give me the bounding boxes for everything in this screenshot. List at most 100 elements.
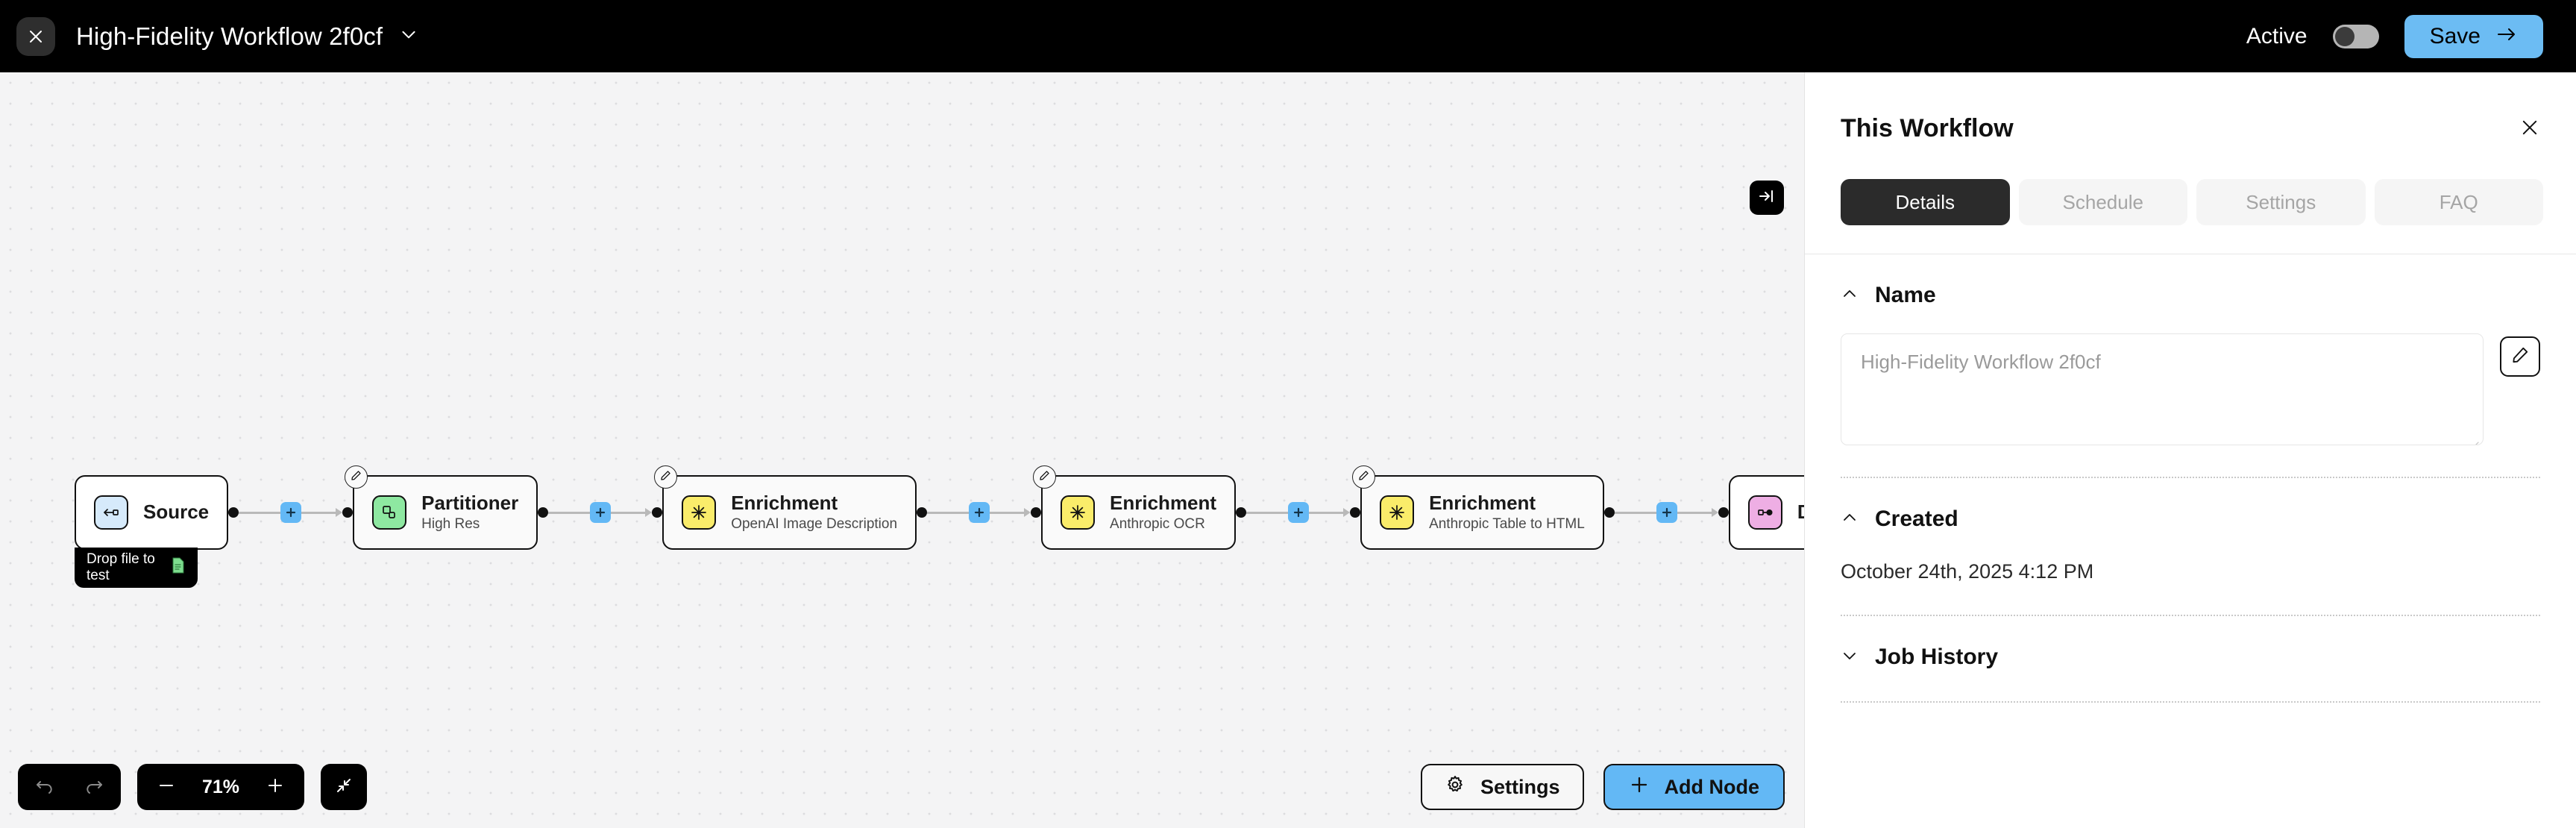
sparkle-icon [682,495,717,530]
zoom-in-button[interactable] [266,776,285,799]
collapse-side-panel-button[interactable] [1750,181,1784,215]
panel-header: This Workflow [1805,72,2576,145]
redo-arrow-icon [82,774,104,800]
toggle-knob [2334,26,2354,46]
node-edit-badge[interactable] [1352,465,1376,489]
node-subtitle: High Res [421,515,480,532]
textarea-resize-grip[interactable] [2469,431,2479,445]
node-title: Partitioner [421,492,519,515]
node-enrichment-openai-image-description[interactable]: Enrichment OpenAI Image Description [654,465,917,550]
pencil-circle-icon [1038,469,1051,486]
edge-connector [228,475,354,550]
edge-source-handle[interactable] [538,507,549,518]
node-subtitle: OpenAI Image Description [731,515,898,532]
close-workflow-button[interactable] [16,16,55,56]
workflow-title-dropdown[interactable] [399,25,418,48]
edge-target-handle[interactable] [1031,507,1042,518]
edge-arrowhead [1711,508,1718,517]
add-node-on-edge-button[interactable] [280,502,302,523]
node-source[interactable]: Source [75,475,229,550]
edge-arrowhead [1343,508,1351,517]
add-node-on-edge-button[interactable] [590,502,612,523]
node-edit-badge[interactable] [1033,465,1057,489]
edge-source-handle[interactable] [1603,507,1615,518]
edit-workflow-name-button[interactable] [2500,336,2540,377]
zoom-level-label: 71% [201,776,240,797]
tab-settings[interactable]: Settings [2196,179,2366,225]
arrow-to-right-bar-icon [1758,187,1776,209]
edge-target-handle[interactable] [1350,507,1361,518]
node-destination[interactable]: Destination [1728,475,1804,550]
section-created-header[interactable]: Created [1841,478,2540,532]
edge-wire [1614,511,1656,514]
workflow-canvas[interactable]: Source Drop file to test [0,72,1804,828]
node-partitioner[interactable]: Partitioner High Res [345,465,538,550]
edge-target-handle[interactable] [342,507,354,518]
plus-icon [266,776,285,799]
top-bar: High-Fidelity Workflow 2f0cf Active Save [0,0,2576,72]
canvas-zoom-toolbar: 71% [18,764,367,810]
section-name: Name High-Fidelity Workflow 2f0cf [1805,254,2576,478]
section-divider [1841,701,2540,703]
created-timestamp: October 24th, 2025 4:12 PM [1841,560,2094,583]
section-divider [1841,615,2540,616]
canvas-settings-button[interactable]: Settings [1420,764,1584,810]
plus-icon [1629,774,1650,800]
edge-wire [990,511,1025,514]
canvas-settings-label: Settings [1480,775,1560,798]
save-button[interactable]: Save [2404,14,2543,58]
close-panel-button[interactable] [2516,114,2543,145]
add-node-on-edge-button[interactable] [1288,502,1310,523]
edge-wire [1246,511,1289,514]
editor-body: Source Drop file to test [0,72,2576,828]
add-node-on-edge-button[interactable] [1656,502,1677,523]
edge-connector [1603,475,1729,550]
node-title: Enrichment [1110,492,1217,515]
section-job-history-title: Job History [1875,644,1999,669]
close-icon [2519,117,2540,142]
edge-source-handle[interactable] [228,507,239,518]
redo-button[interactable] [82,774,104,800]
node-partitioner-text: Partitioner High Res [421,492,518,533]
node-enrichment-anthropic-ocr[interactable]: Enrichment Anthropic OCR [1033,465,1237,550]
drop-file-to-test-zone[interactable]: Drop file to test [75,548,198,588]
edge-target-handle[interactable] [652,507,663,518]
edge-source-handle[interactable] [917,507,928,518]
fit-view-button[interactable] [321,764,367,810]
tab-schedule[interactable]: Schedule [2018,179,2187,225]
drop-hint-label: Drop file to test [87,551,155,583]
active-toggle[interactable] [2332,24,2379,48]
node-edit-badge[interactable] [654,465,678,489]
pencil-circle-icon [659,469,672,486]
node-enrichment-table-text: Enrichment Anthropic Table to HTML [1429,492,1585,533]
sparkle-icon [1380,495,1415,530]
node-title: Enrichment [731,492,838,515]
add-node-button[interactable]: Add Node [1603,764,1785,810]
workflow-name-input[interactable]: High-Fidelity Workflow 2f0cf [1841,333,2484,445]
edge-source-handle[interactable] [1236,507,1247,518]
edge-arrowhead [1024,508,1031,517]
undo-arrow-icon [34,774,57,800]
node-subtitle: Anthropic Table to HTML [1429,515,1585,532]
pencil-circle-icon [1357,469,1370,486]
section-created-title: Created [1875,506,1958,531]
node-source-wrap: Source Drop file to test [75,475,229,590]
tab-details[interactable]: Details [1841,179,2010,225]
section-job-history-header[interactable]: Job History [1841,616,2540,670]
edge-connector [917,475,1042,550]
close-icon [27,28,45,46]
edge-target-handle[interactable] [1718,507,1729,518]
undo-button[interactable] [34,774,57,800]
edge-wire [611,511,646,514]
tab-faq[interactable]: FAQ [2374,179,2543,225]
node-flow: Source Drop file to test [75,465,1804,590]
active-toggle-label: Active [2246,23,2308,48]
top-bar-actions: Active Save [2246,14,2543,58]
node-enrichment-anthropic-table-to-html[interactable]: Enrichment Anthropic Table to HTML [1352,465,1604,550]
zoom-out-button[interactable] [157,776,176,799]
add-node-on-edge-button[interactable] [969,502,990,523]
section-name-header[interactable]: Name [1841,254,2540,308]
panel-tabs: Details Schedule Settings FAQ [1805,145,2576,225]
node-edit-badge[interactable] [345,465,368,489]
file-document-icon [171,557,186,578]
